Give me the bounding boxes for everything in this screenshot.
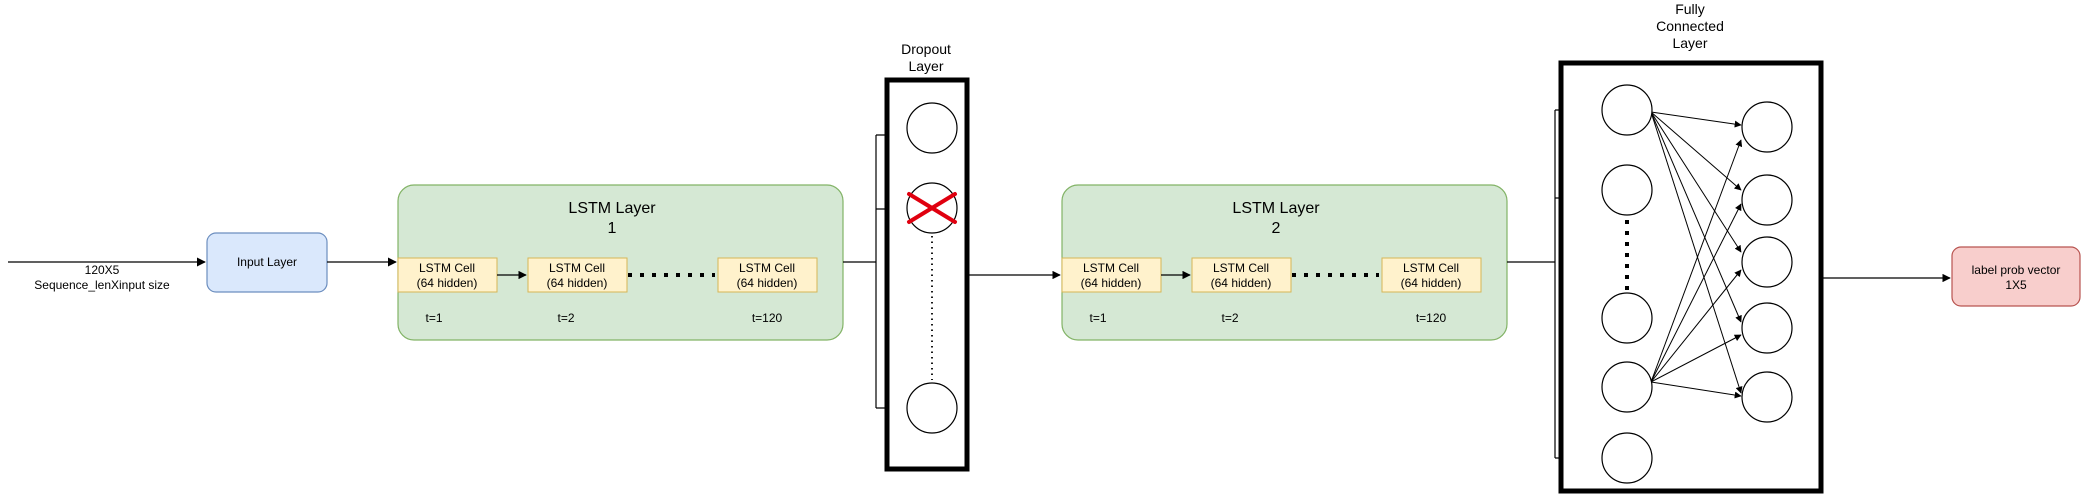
fc-output-neuron — [1741, 101, 1793, 153]
dropped-x-icon — [907, 192, 957, 224]
fully-connected-layer — [1558, 60, 1824, 494]
fc-input-neuron — [1601, 84, 1653, 136]
dropout-layer — [884, 77, 970, 472]
input-caption-line1: 120X5 — [85, 263, 120, 277]
output-label-line1: label prob vector — [1972, 263, 2061, 277]
fc-output-neuron — [1741, 236, 1793, 288]
lstm-layer-2: LSTM Layer 2 LSTM Cell (64 hidden) LSTM … — [1061, 184, 1508, 341]
lstm1-timestep-2: t=2 — [557, 311, 574, 325]
lstm-layer-1: LSTM Layer 1 LSTM Cell (64 hidden) LSTM … — [397, 184, 844, 341]
lstm1-timestep-1: t=1 — [425, 311, 442, 325]
fc-title-line1: Fully — [1675, 1, 1705, 17]
input-layer-label: Input Layer — [237, 255, 297, 269]
cell-hidden-size: (64 hidden) — [737, 276, 798, 290]
output-box: label prob vector 1X5 — [1951, 246, 2081, 307]
lstm-layer-2-number: 2 — [1272, 220, 1281, 237]
cell-label: LSTM Cell — [549, 261, 605, 275]
cell-label: LSTM Cell — [419, 261, 475, 275]
dropout-neuron — [906, 102, 958, 154]
dropout-title-line1: Dropout — [901, 41, 951, 57]
input-layer-box: Input Layer — [206, 232, 328, 293]
lstm1-cell-2: LSTM Cell (64 hidden) — [527, 257, 628, 293]
cell-hidden-size: (64 hidden) — [1081, 276, 1142, 290]
lstm2-cell-1: LSTM Cell (64 hidden) — [1061, 257, 1162, 293]
fc-output-neuron — [1741, 371, 1793, 423]
cell-label: LSTM Cell — [1083, 261, 1139, 275]
dropout-title-line2: Layer — [908, 58, 943, 74]
fc-input-neuron — [1601, 292, 1653, 344]
output-label-line2: 1X5 — [2005, 278, 2027, 292]
lstm1-cell-3: LSTM Cell (64 hidden) — [717, 257, 818, 293]
dropout-neuron — [906, 382, 958, 434]
fc-input-neuron — [1601, 432, 1653, 484]
fc-input-neuron — [1601, 361, 1653, 413]
fc-output-neuron — [1741, 174, 1793, 226]
cell-label: LSTM Cell — [1403, 261, 1459, 275]
fc-title-line2: Connected — [1656, 18, 1724, 34]
lstm-layer-1-title: LSTM Layer — [568, 200, 656, 217]
fc-input-neuron — [1601, 164, 1653, 216]
fc-connections — [1650, 111, 1743, 399]
lstm-layer-1-number: 1 — [608, 220, 617, 237]
fc-output-neuron — [1741, 302, 1793, 354]
lstm-layer-2-title: LSTM Layer — [1232, 200, 1320, 217]
lstm2-timestep-120: t=120 — [1416, 311, 1447, 325]
cell-label: LSTM Cell — [739, 261, 795, 275]
cell-hidden-size: (64 hidden) — [417, 276, 478, 290]
lstm2-timestep-1: t=1 — [1089, 311, 1106, 325]
lstm2-timestep-2: t=2 — [1221, 311, 1238, 325]
cell-hidden-size: (64 hidden) — [547, 276, 608, 290]
cell-hidden-size: (64 hidden) — [1401, 276, 1462, 290]
lstm2-cell-3: LSTM Cell (64 hidden) — [1381, 257, 1482, 293]
cell-hidden-size: (64 hidden) — [1211, 276, 1272, 290]
lstm1-cell-1: LSTM Cell (64 hidden) — [397, 257, 498, 293]
input-caption-line2: Sequence_lenXinput size — [34, 278, 170, 292]
lstm2-cell-2: LSTM Cell (64 hidden) — [1191, 257, 1292, 293]
fc-title-line3: Layer — [1672, 35, 1707, 51]
cell-label: LSTM Cell — [1213, 261, 1269, 275]
lstm1-timestep-120: t=120 — [752, 311, 783, 325]
